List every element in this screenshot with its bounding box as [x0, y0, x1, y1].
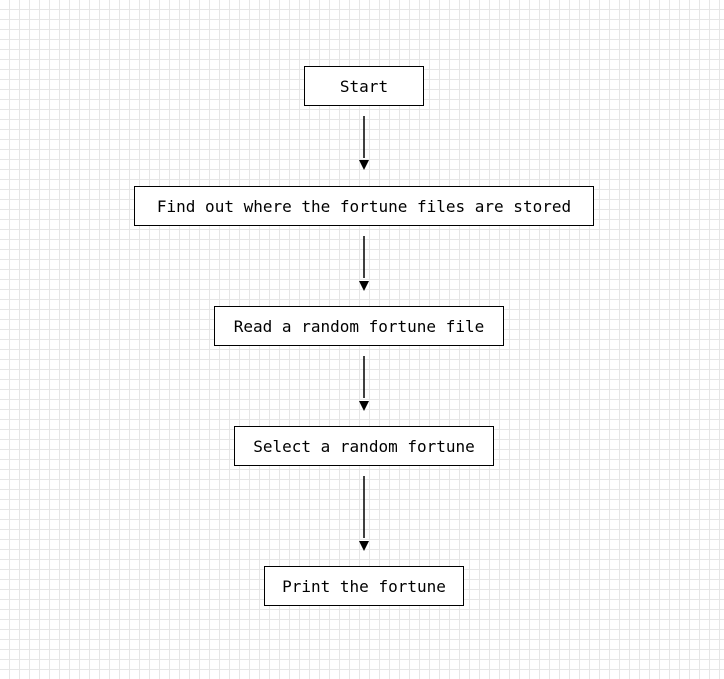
start-node: Start — [304, 66, 424, 106]
arrow-start-to-find — [359, 116, 369, 170]
read-random-file-node: Read a random fortune file — [214, 306, 504, 346]
print-fortune-node: Print the fortune — [264, 566, 464, 606]
arrow-select-to-print — [359, 476, 369, 551]
select-random-fortune-node: Select a random fortune — [234, 426, 494, 466]
find-fortune-files-node: Find out where the fortune files are sto… — [134, 186, 594, 226]
arrow-find-to-read — [359, 236, 369, 291]
arrow-read-to-select — [359, 356, 369, 411]
